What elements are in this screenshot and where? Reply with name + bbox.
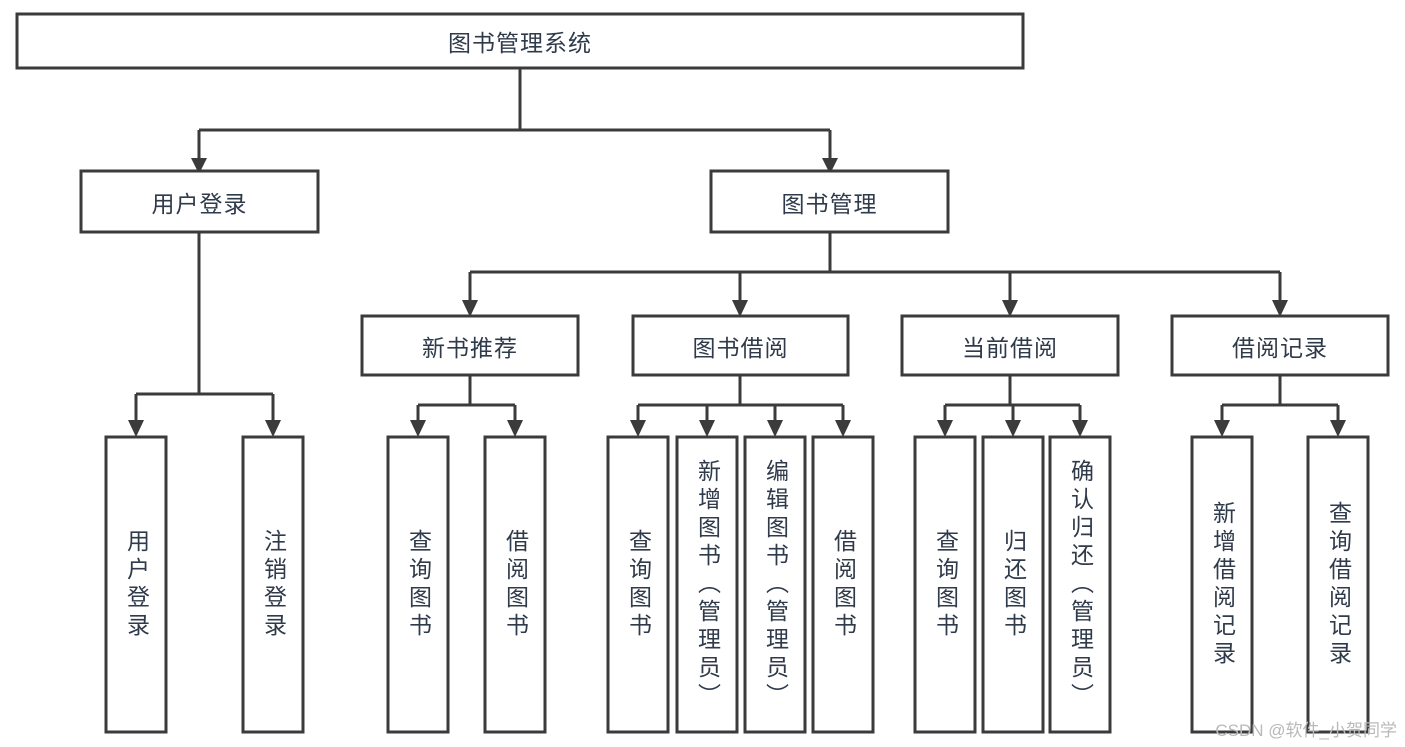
node-box-leaf-add-book[interactable] (675, 435, 739, 734)
node-box-root[interactable] (15, 12, 1025, 70)
arrow-head-leaf-return-book (1005, 420, 1021, 437)
node-box-leaf-user-login[interactable] (104, 435, 168, 734)
arrow-head-leaf-confirm-return (1072, 420, 1088, 437)
node-box-leaf-query-book-2[interactable] (606, 435, 670, 734)
arrow-head-leaf-user-login (128, 420, 144, 437)
arrow-head-book-manage (822, 158, 838, 174)
node-box-current-borrow[interactable] (900, 314, 1120, 377)
connector-book-borrow-to-leaves (636, 375, 845, 422)
connector-root-to-level2 (197, 68, 832, 158)
arrow-head-leaf-borrow-book-1 (507, 420, 523, 437)
node-box-new-book-rec[interactable] (360, 314, 580, 377)
connector-group-root (191, 68, 838, 174)
node-box-leaf-confirm-return[interactable] (1048, 435, 1112, 734)
connector-user-login-to-leaves (134, 232, 275, 422)
node-box-book-manage[interactable] (709, 169, 950, 234)
arrow-head-leaf-query-book-1 (410, 420, 426, 437)
arrow-head-borrow-record (1272, 300, 1288, 317)
connector-group-user-login (128, 232, 281, 437)
connector-group-book-manage (462, 232, 1288, 317)
node-box-leaf-return-book[interactable] (981, 435, 1045, 734)
arrow-head-new-book-rec (462, 300, 478, 317)
node-box-leaf-edit-book[interactable] (743, 435, 807, 734)
node-box-leaf-query-book-1[interactable] (386, 435, 450, 734)
arrow-head-leaf-add-record (1214, 420, 1230, 437)
node-box-leaf-query-book-3[interactable] (913, 435, 977, 734)
watermark-text: CSDN @软件_小贺同学 (1215, 721, 1397, 740)
node-box-borrow-record[interactable] (1170, 314, 1390, 377)
node-box-book-borrow[interactable] (631, 314, 850, 377)
arrow-head-leaf-query-book-2 (630, 420, 646, 437)
arrow-head-user-login (191, 158, 207, 174)
arrow-head-leaf-edit-book (767, 420, 783, 437)
arrow-head-leaf-add-book (699, 420, 715, 437)
node-box-leaf-add-record[interactable] (1190, 435, 1254, 734)
connector-current-borrow-to-leaves (943, 375, 1082, 422)
node-box-leaf-query-record[interactable] (1306, 435, 1370, 734)
node-box-leaf-borrow-book-2[interactable] (811, 435, 875, 734)
connector-group-book-borrow (630, 375, 851, 437)
node-box-user-login[interactable] (79, 169, 320, 234)
arrow-head-leaf-logout (265, 420, 281, 437)
connector-group-current-borrow (937, 375, 1088, 437)
connector-book-manage-to-level3 (468, 232, 1282, 302)
arrow-head-current-borrow (1002, 300, 1018, 317)
node-box-leaf-borrow-book-1[interactable] (483, 435, 547, 734)
arrow-head-leaf-query-record (1330, 420, 1346, 437)
arrow-head-leaf-query-book-3 (937, 420, 953, 437)
connector-group-borrow-record (1214, 375, 1346, 437)
connector-group-new-book-rec (410, 375, 523, 437)
connector-new-book-rec-to-leaves (416, 375, 517, 422)
arrow-head-leaf-borrow-book-2 (835, 420, 851, 437)
node-box-leaf-logout[interactable] (241, 435, 305, 734)
connector-borrow-record-to-leaves (1220, 375, 1340, 422)
arrow-head-book-borrow (732, 300, 748, 317)
